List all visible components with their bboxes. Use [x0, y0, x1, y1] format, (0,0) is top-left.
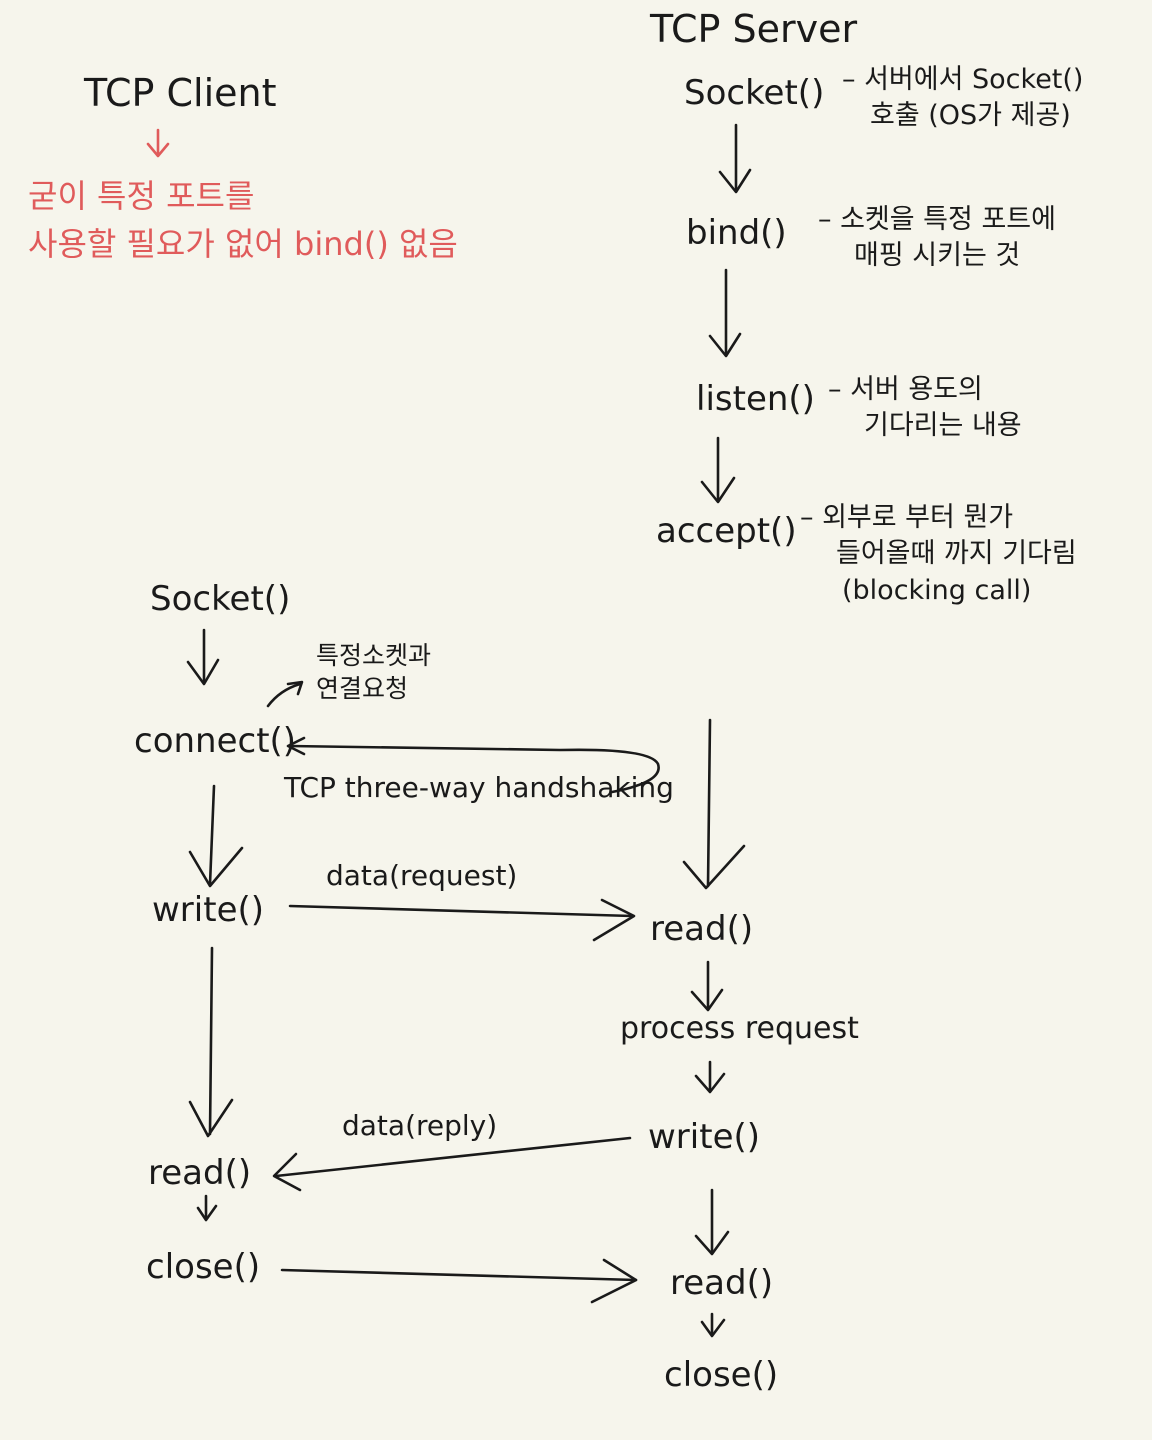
server-accept-note: – 외부로 부터 뭔가 들어올때 까지 기다림 (blocking call) — [800, 500, 1077, 609]
server-accept-node: accept() — [656, 511, 797, 551]
server-socket-note-line2: 호출 (OS가 제공) — [870, 100, 1071, 132]
server-title: TCP Server — [650, 7, 858, 51]
client-note-line2: 사용할 필요가 없어 bind() 없음 — [28, 225, 458, 263]
server-accept-note-line1: – 외부로 부터 뭔가 — [800, 502, 1014, 533]
request-arrow — [288, 898, 636, 942]
arrow-write-to-read2 — [694, 1188, 730, 1256]
handshake-arrow — [286, 736, 660, 794]
client-note: 굳이 특정 포트를 사용할 필요가 없어 bind() 없음 — [28, 172, 458, 268]
connect-note-line1: 특정소켓과 — [316, 641, 432, 670]
arrow-read2-to-close — [700, 1312, 726, 1338]
server-listen-note-line1: – 서버 용도의 — [828, 374, 983, 405]
client-note-line1: 굳이 특정 포트를 — [28, 177, 255, 215]
server-read2-node: read() — [670, 1263, 774, 1303]
client-title: TCP Client — [84, 71, 277, 115]
server-bind-note-line1: – 소켓을 특정 포트에 — [818, 204, 1056, 235]
arrow-write-to-read — [188, 946, 234, 1138]
arrow-bind-to-listen — [708, 268, 742, 358]
server-read-node: read() — [650, 909, 754, 949]
arrow-connect-to-write — [188, 784, 244, 888]
client-connect-node: connect() — [134, 721, 297, 761]
arrow-listen-to-accept — [700, 436, 736, 504]
server-accept-note-line3: (blocking call) — [842, 574, 1032, 606]
connect-note-line2: 연결요청 — [316, 673, 409, 703]
request-label: data(request) — [326, 859, 518, 892]
client-write-node: write() — [152, 890, 265, 930]
close-arrow — [280, 1258, 638, 1304]
arrow-process-to-write — [694, 1060, 726, 1094]
server-accept-note-line2: 들어올때 까지 기다림 — [836, 538, 1077, 570]
server-bind-note: – 소켓을 특정 포트에 매핑 시키는 것 — [818, 202, 1056, 275]
connect-note-arrow — [266, 680, 304, 708]
server-socket-note-line1: – 서버에서 Socket() — [842, 64, 1084, 95]
reply-label: data(reply) — [342, 1109, 498, 1142]
reply-arrow — [272, 1136, 632, 1192]
arrow-csocket-to-connect — [186, 628, 220, 686]
connect-note: 특정소켓과 연결요청 — [316, 640, 431, 705]
arrow-cread-to-close — [196, 1194, 218, 1222]
server-bind-note-line2: 매핑 시키는 것 — [854, 240, 1021, 272]
client-read-node: read() — [148, 1153, 252, 1193]
client-close-node: close() — [146, 1247, 261, 1287]
server-listen-node: listen() — [696, 379, 815, 419]
server-process-node: process request — [620, 1011, 859, 1046]
server-listen-note-line2: 기다리는 내용 — [864, 410, 1022, 442]
client-socket-node: Socket() — [150, 579, 291, 619]
server-bind-node: bind() — [686, 213, 787, 253]
arrow-accept-to-read — [682, 718, 746, 890]
server-write-node: write() — [648, 1117, 761, 1157]
server-socket-note: – 서버에서 Socket() 호출 (OS가 제공) — [842, 62, 1083, 135]
server-socket-node: Socket() — [684, 73, 825, 113]
handshake-label: TCP three-way handshaking — [284, 771, 674, 804]
server-close-node: close() — [664, 1355, 779, 1395]
arrow-read-to-process — [690, 960, 724, 1012]
client-note-arrow — [146, 128, 170, 158]
arrow-socket-to-bind — [718, 123, 752, 194]
server-listen-note: – 서버 용도의 기다리는 내용 — [828, 372, 1022, 445]
